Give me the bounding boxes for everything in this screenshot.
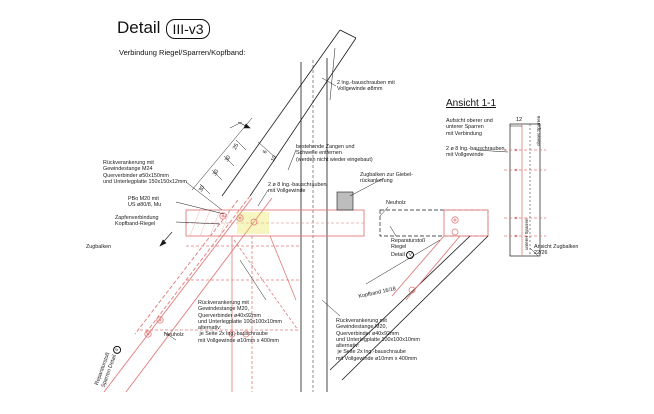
label-zapfen: Zapfenverbindung Kopfband-Riegel [115,215,159,228]
section-arrows [159,121,251,247]
upper-rafter [221,29,357,197]
ansicht-label-upper-rafter: oberer Sparren [536,115,541,146]
label-rueck-m20-right: Rückverankerung mit Gewindestange M20, Q… [336,318,420,362]
label-screws-mid: 2 ø 8 lng.-bauschrauben, mit Vollgewinde [268,182,328,195]
detail-id-badge: III-v3 [166,19,210,39]
leader-lines [163,77,441,341]
page-subtitle: Verbindung Riegel/Sparren/Kopfband: [119,48,246,57]
ansicht-note-zugbalken: Ansicht Zugbalken 22/26 [534,244,579,257]
label-reparatur-riegel: Reparaturstoß Riegel Detail V [391,238,426,259]
ansicht-title: Ansicht 1-1 [446,98,497,109]
detail-ref-circle: V [406,250,415,259]
vertical-post [300,58,328,392]
riegel-beam [185,209,489,237]
ansicht-note-top: Aufsicht oberer und unterer Sparren mit … [446,118,493,137]
label-zugbalken-left: Zugbalken [86,244,112,250]
label-pbo: PBo M20 mit US ø80/8, Mu [128,196,162,209]
steel-plate [336,191,354,211]
lower-rafter [103,195,273,393]
ansicht-label-lower-rafter: unterer Sparren [524,218,529,250]
bolt-marks [144,212,459,338]
ansicht-dim: 12 [516,117,523,123]
label-screws-top: 2 lng.-bauschrauben mit Vollgewinde ø8mm [337,80,395,93]
label-zangen: bestehende Zangen und Schwelle entfernen… [296,144,373,163]
label-neuholz-right: Neuholz [386,200,406,206]
lower-timber [140,235,300,392]
label-rueck-m20-left: Rückverankerung mit Gewindestange M20, Q… [198,300,282,344]
ansicht-note-screws: 2 ø 8 lng.-bauschrauben, mit Vollgewinde [446,146,506,159]
dimension-chain [191,117,277,195]
ansicht-view [475,123,546,257]
page-title: Detail [117,18,161,37]
label-zugbalken-giebel: Zugbalken zur Giebel- rückankerung [360,172,414,185]
label-rueck-m24: Rückverankerung mit Gewindestange M24 Qu… [103,160,187,185]
label-neuholz-left: Neuholz [164,332,184,338]
